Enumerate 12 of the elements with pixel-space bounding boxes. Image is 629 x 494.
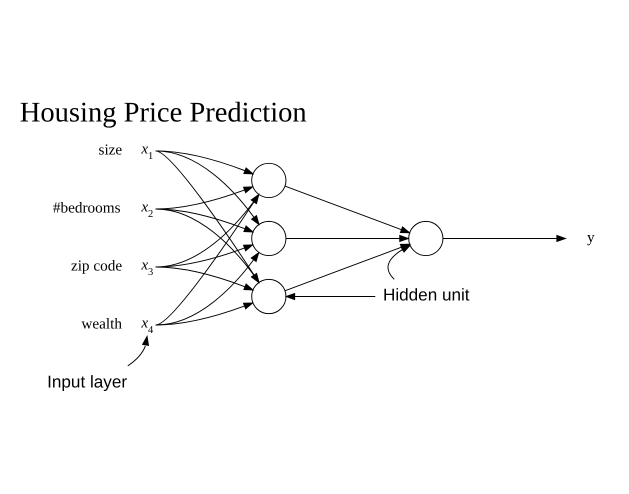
node-text: Hidden unit [383, 285, 470, 304]
node-label: size [98, 141, 122, 158]
node-text: x$_{2}$ [141, 198, 154, 220]
node-text: x$_{3}$ [141, 256, 154, 278]
node-label: wealth [81, 315, 122, 332]
diagram-title: Housing Price Prediction [20, 96, 307, 128]
node-text: x$_{1}$ [141, 140, 154, 162]
node-text: y [587, 228, 595, 246]
node-label: #bedrooms [52, 199, 121, 216]
node-text: Input layer [47, 372, 128, 391]
node-label: zip code [70, 257, 122, 274]
node-text: x$_{4}$ [141, 314, 154, 336]
